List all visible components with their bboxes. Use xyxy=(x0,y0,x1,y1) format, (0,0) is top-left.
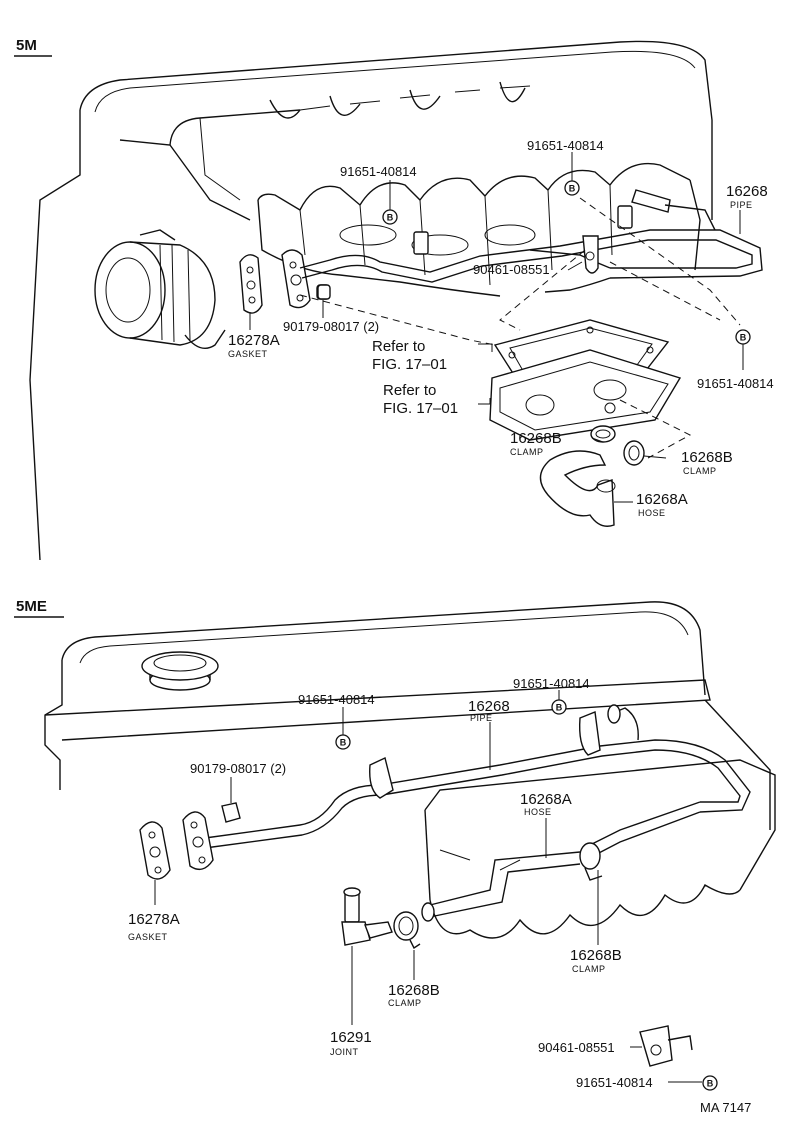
label-5me-gasket-no: 16278A xyxy=(128,911,180,928)
label-5me-bolt-bottom: 91651-40814 xyxy=(576,1075,653,1090)
label-5m-bolt-left: 91651-40814 xyxy=(340,164,417,179)
pipe-16268-5me xyxy=(204,704,751,856)
label-5me-gasket-name: GASKET xyxy=(128,932,168,942)
nut-90179-5me xyxy=(221,802,241,823)
section-5me: 5ME xyxy=(14,598,776,1091)
pipe-bracket-5m-b xyxy=(617,205,633,229)
joint-16291 xyxy=(341,887,393,946)
label-5me-clamp-right-no: 16268B xyxy=(570,947,622,964)
clamp-16268b-5m-right xyxy=(623,440,645,466)
label-5m-pipe-no: 16268 xyxy=(726,183,768,200)
label-5me-clamp-left-name: CLAMP xyxy=(388,998,422,1008)
label-5me-clamp-left-no: 16268B xyxy=(388,982,440,999)
manifold-5me xyxy=(424,759,776,939)
label-5m-clamp-left-no: 16268B xyxy=(510,430,562,447)
leader-5m-clamp-left xyxy=(591,437,604,443)
label-5me-bolt-left: 91651-40814 xyxy=(298,692,375,707)
svg-text:B: B xyxy=(340,738,347,748)
svg-text:B: B xyxy=(707,1079,714,1089)
bolt-b-mark-5me-left: B xyxy=(335,734,351,750)
gasket-16278a-5m xyxy=(239,254,263,314)
label-5m-hose-no: 16268A xyxy=(636,491,688,508)
label-5me-hose-name: HOSE xyxy=(524,807,552,817)
label-5m-hose-name: HOSE xyxy=(638,508,666,518)
refer1-leader xyxy=(478,343,493,352)
label-5m-clamp-left-name: CLAMP xyxy=(510,447,544,457)
label-5me-clamp90461: 90461-08551 xyxy=(538,1040,615,1055)
section-5m: 5M xyxy=(14,37,774,561)
pipe-bracket-5m-a xyxy=(413,231,429,255)
dash-5m-e xyxy=(299,294,496,346)
label-5m-bolt-top: 91651-40814 xyxy=(527,138,604,153)
label-5m-clamp90461: 90461-08551 xyxy=(473,262,550,277)
pipe-bracket-5me-a xyxy=(369,757,394,799)
section-5m-title: 5M xyxy=(16,37,37,54)
pipe-bracket-5me-b xyxy=(578,711,601,756)
nut-90179-5m xyxy=(317,284,331,300)
label-5m-gasket-name: GASKET xyxy=(228,349,268,359)
pipe-16268-5m xyxy=(299,189,763,293)
label-5m-refer2-line2: FIG. 17–01 xyxy=(383,400,458,417)
hose-16268a-5m xyxy=(539,450,616,527)
figure-code: MA 7147 xyxy=(700,1100,751,1115)
bolt-b-mark-5m-left: B xyxy=(382,209,398,225)
engine-head-5m xyxy=(29,40,713,561)
label-5me-pipe-name: PIPE xyxy=(470,713,493,723)
bolt-b-mark-5m-top: B xyxy=(564,180,580,196)
label-5me-joint-name: JOINT xyxy=(330,1047,359,1057)
svg-text:B: B xyxy=(387,213,394,223)
clamp-16268b-5me-right xyxy=(579,842,603,881)
leader-5m-clamp-right xyxy=(643,455,667,459)
dash-5m-a xyxy=(579,197,741,326)
hose-16268a-5me xyxy=(421,851,581,922)
bolt-b-mark-5me-bottom: B xyxy=(702,1075,718,1091)
flange-5me xyxy=(182,811,214,871)
label-5me-bolt-top: 91651-40814 xyxy=(513,676,590,691)
engine-head-5me xyxy=(44,601,771,830)
dash-5m-b xyxy=(499,249,586,331)
svg-text:B: B xyxy=(556,703,563,713)
dash-5m-c xyxy=(609,261,721,321)
cover-plates-5m xyxy=(489,319,682,441)
pulley-5m xyxy=(94,229,226,349)
oil-filler-cap xyxy=(141,651,219,691)
label-5m-pipe-name: PIPE xyxy=(730,200,753,210)
clamp-16268b-5m-left xyxy=(590,425,616,443)
label-5me-pipe-no: 16268 xyxy=(468,698,510,715)
label-5m-bolt-right: 91651-40814 xyxy=(697,376,774,391)
label-5m-nut: 90179-08017 (2) xyxy=(283,319,379,334)
refer2-leader xyxy=(478,398,491,405)
label-5m-clamp-right-name: CLAMP xyxy=(683,466,717,476)
label-5me-joint-no: 16291 xyxy=(330,1029,372,1046)
label-5me-hose-no: 16268A xyxy=(520,791,572,808)
gasket-16278a-5me xyxy=(139,821,171,880)
clamp-16268b-5me-left xyxy=(393,911,421,950)
bolt-b-mark-5m-right: B xyxy=(735,329,751,345)
leader-5m-clamp90461 xyxy=(567,261,583,271)
svg-text:B: B xyxy=(569,184,576,194)
label-5m-clamp-right-no: 16268B xyxy=(681,449,733,466)
clamp-90461-5me-detail xyxy=(639,1025,693,1067)
clamp-90461-5m xyxy=(582,235,599,274)
label-5m-refer1-line1: Refer to xyxy=(372,338,425,355)
label-5m-refer1-line2: FIG. 17–01 xyxy=(372,356,447,373)
section-5me-title: 5ME xyxy=(16,598,47,615)
bolt-b-mark-5me-top: B xyxy=(551,699,567,715)
svg-text:B: B xyxy=(740,333,747,343)
dash-5m-d xyxy=(619,399,692,459)
label-5m-refer2-line1: Refer to xyxy=(383,382,436,399)
label-5me-nut: 90179-08017 (2) xyxy=(190,761,286,776)
label-5m-gasket-no: 16278A xyxy=(228,332,280,349)
label-5me-clamp-right-name: CLAMP xyxy=(572,964,606,974)
